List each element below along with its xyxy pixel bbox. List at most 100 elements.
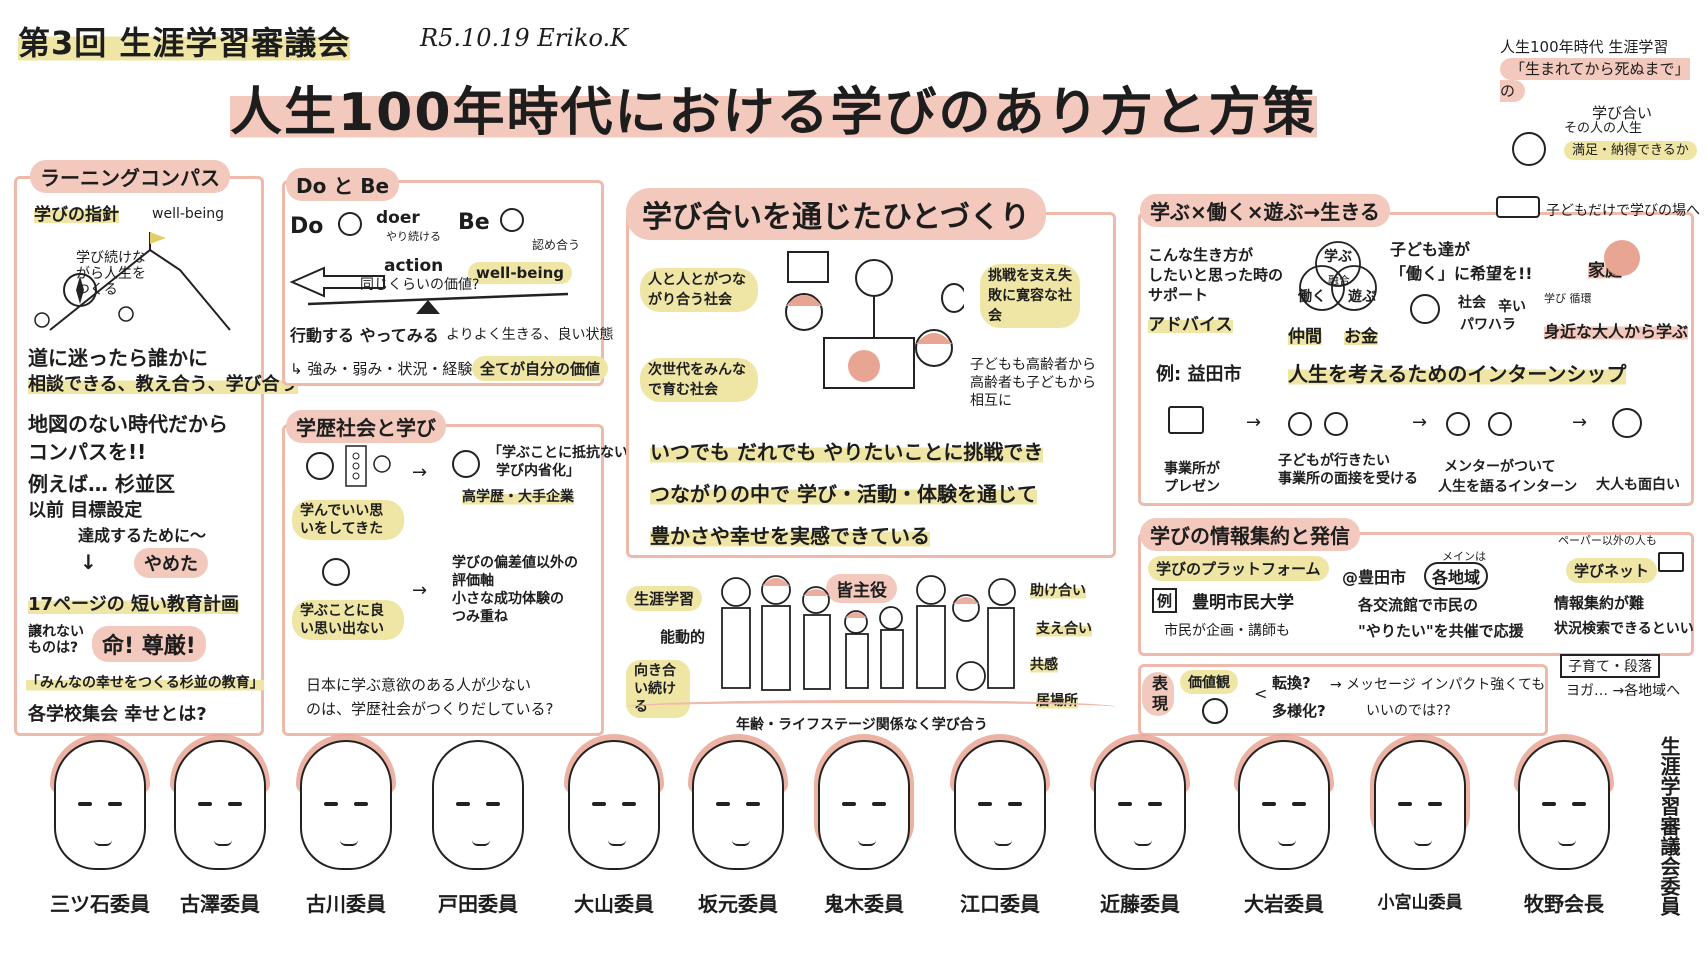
example-city: 例: 益田市: [1156, 364, 1242, 385]
academic-text: 「学ぶことに抵抗ない: [488, 445, 628, 461]
info-text: 市民が企画・講師も: [1164, 623, 1290, 639]
step-text: プレゼン: [1164, 479, 1220, 495]
face-icon: [818, 740, 910, 870]
be-sub: 認め合う: [532, 238, 581, 252]
info-text: 学びのプラットフォーム: [1148, 556, 1329, 581]
group-label: 支え合い: [1036, 618, 1092, 638]
member-name: 近藤委員: [1100, 892, 1180, 916]
bus-note: 子どもだけで学びの場へ: [1546, 203, 1700, 219]
bottom-highlight: 全てが自分の価値: [472, 356, 609, 381]
member: 牧野会長: [1504, 734, 1624, 950]
info-text: 状況検索できるといい: [1554, 621, 1694, 637]
compass-text: 命! 尊厳!: [92, 626, 206, 662]
academic-text: 学ぶことに良い思い出ない: [292, 600, 404, 640]
note-line: その人の人生: [1564, 121, 1643, 136]
arrow-icon: →: [412, 462, 428, 483]
person-icon: [322, 558, 350, 586]
members-vertical-label: 生涯学習審議会委員: [1657, 736, 1681, 916]
bus-icon: [1496, 196, 1540, 218]
compass-text: 道に迷ったら誰かに: [28, 346, 208, 370]
center-main-text: つながりの中で 学び・活動・体験を通じて: [650, 478, 1037, 507]
person-icon: [1446, 412, 1470, 436]
work-text: こんな生き方が: [1148, 246, 1254, 264]
compass-text: やめた: [134, 548, 208, 578]
academic-text: 高学歴・大手企業: [462, 486, 574, 506]
member-name: 鬼木委員: [824, 892, 904, 916]
person-icon: [1288, 412, 1312, 436]
person-icon: [1324, 412, 1348, 436]
do-label: Do: [290, 214, 324, 239]
face-icon: [1094, 740, 1186, 870]
group-label: 生涯学習: [626, 586, 703, 611]
info-text: "やりたい"を共催で応援: [1358, 622, 1524, 640]
compass-text: 例えば… 杉並区: [28, 472, 175, 496]
academic-body: → 「学ぶことに抵抗ない 学び内省化」 高学歴・大手企業 学んでいい思いをしてき…: [292, 440, 628, 730]
work-text: 「働く」に希望を!!: [1390, 264, 1533, 283]
mountain-compass-icon: [34, 232, 231, 331]
face-icon: [692, 740, 784, 870]
member: 古川委員: [286, 734, 406, 950]
group-label: 助け合い: [1030, 580, 1086, 600]
member: 戸田委員: [418, 740, 538, 950]
venn-label: 遊ぶ: [1348, 289, 1376, 305]
person-icon: [1604, 240, 1640, 276]
info-body: 学びのプラットフォーム 例 豊明市民大学 市民が企画・講師も @豊田市 メインは…: [1148, 534, 1694, 652]
compass-label: 学びの指針: [34, 200, 119, 225]
action-label: action: [384, 256, 444, 276]
member: 三ツ石委員: [40, 734, 160, 950]
crowd-icon: [721, 575, 1016, 691]
academic-text: 小さな成功体験の: [452, 591, 564, 607]
info-title: 学びの情報集約と発信: [1140, 518, 1360, 551]
example-tag: 例: [1152, 588, 1178, 613]
person-icon: [1488, 412, 1512, 436]
person-icon: [306, 452, 334, 480]
academic-title: 学歴社会と学び: [286, 410, 446, 443]
laptop-icon: [1658, 552, 1684, 572]
compass-text: 達成するために〜: [78, 526, 207, 545]
work-text: パワハラ: [1460, 317, 1516, 333]
work-text: 子ども達が: [1390, 240, 1471, 259]
member: 江口委員: [940, 734, 1060, 950]
work-text: サポート: [1148, 286, 1209, 304]
academic-text: 学んでいい思いをしてきた: [292, 500, 404, 540]
do-be-body: Do doer やり続ける action Be 認め合う well-being …: [288, 206, 613, 382]
expression-text: 価値観: [1180, 670, 1238, 694]
person-icon: [1202, 698, 1228, 724]
face-icon: [1374, 740, 1466, 870]
step-text: 大人も面白い: [1596, 477, 1680, 493]
work-text: 仲間: [1288, 322, 1322, 347]
wellbeing-label: well-being: [468, 262, 573, 284]
arrow-icon: →: [412, 580, 428, 601]
main-title: 人生100年時代における学びのあり方と方策: [230, 70, 1317, 145]
member-name: 大岩委員: [1244, 892, 1324, 916]
member-name: 江口委員: [960, 892, 1040, 916]
info-text: メインは: [1442, 550, 1486, 563]
member-name: 古川委員: [306, 892, 386, 916]
face-icon: [1238, 740, 1330, 870]
compass-text: コンパスを!!: [28, 440, 147, 464]
member: 大山委員: [554, 734, 674, 950]
learning-compass-title: ラーニングコンパス: [30, 160, 230, 193]
group-section: 生涯学習 能動的 向き合い続ける 皆主役 助け合い 支え合い 共感 居場所 年齢…: [626, 570, 1116, 736]
work-text: 社会: [1458, 295, 1486, 311]
member-name: 坂元委員: [698, 892, 778, 916]
member: 古澤委員: [160, 734, 280, 950]
face-icon: [54, 740, 146, 870]
face-icon: [954, 740, 1046, 870]
doer-sub: やり続ける: [386, 230, 441, 243]
member: 近藤委員: [1080, 734, 1200, 950]
date-author: R5.10.19 Eriko.K: [420, 24, 629, 52]
member: 鬼木委員: [804, 734, 924, 950]
down-arrow-icon: ↓: [80, 550, 97, 574]
member-name: 大山委員: [574, 892, 654, 916]
work-text: 学び 循環: [1544, 292, 1592, 305]
info-text: 学びネット: [1566, 558, 1658, 583]
step-text: 事業所の面接を受ける: [1278, 471, 1418, 487]
step-text: 事業所が: [1164, 461, 1220, 477]
compass-text: 各学校集会 幸せとは?: [28, 704, 207, 725]
score-icon: [345, 445, 391, 487]
note-line: 「生まれてから死ぬまで」の: [1500, 58, 1690, 102]
member: 大岩委員: [1224, 734, 1344, 950]
society-bubble: 次世代をみんなで育む社会: [640, 358, 758, 402]
info-text: @豊田市: [1342, 568, 1407, 587]
